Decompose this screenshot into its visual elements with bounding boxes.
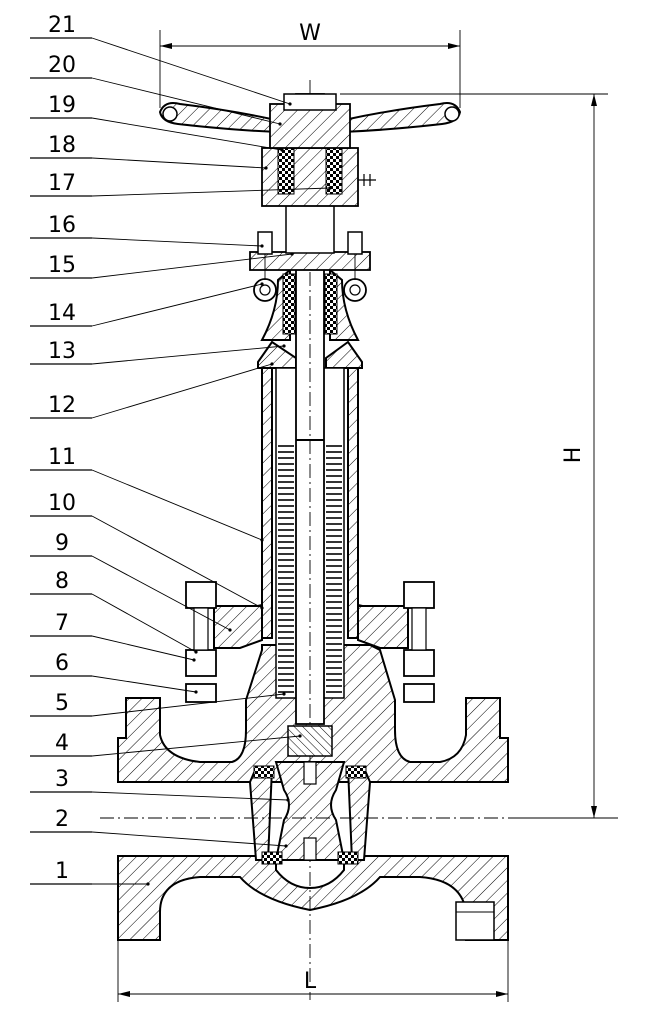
dimension-l: L [117,940,509,1002]
callout-dot [270,362,274,366]
part-number-label: 11 [48,445,76,470]
part-number-label: 6 [55,651,69,676]
callout-leader [91,831,287,847]
callout-leader [91,157,267,169]
callout-dot [288,102,292,106]
callout-dot [194,690,198,694]
callout-dot [286,798,290,802]
dimension-h-label: H [561,447,586,464]
part-callout: 6 [30,651,198,694]
callout-leader [91,345,285,365]
part-number-label: 8 [55,569,69,594]
callout-leader [91,187,331,197]
callout-dot [264,166,268,170]
part-number-label: 19 [48,93,76,118]
part-number-label: 20 [48,53,76,78]
part-number-label: 3 [55,767,69,792]
part-number-label: 2 [55,807,69,832]
part-number-label: 15 [48,253,76,278]
callout-dot [260,606,264,610]
callout-leader [91,555,231,631]
gate-and-seats [248,725,372,865]
part-number-label: 1 [55,859,69,884]
part-callout: 12 [30,362,274,419]
dimension-w: W [159,21,461,108]
dimension-l-label: L [304,969,317,994]
callout-leader [91,253,293,279]
callout-leader [91,593,197,653]
dimension-h: H [340,93,608,819]
callout-dot [284,844,288,848]
part-callout: 13 [30,339,286,365]
part-number-label: 12 [48,393,76,418]
part-callout: 10 [30,491,264,610]
part-callout: 2 [30,807,288,848]
callout-dot [282,344,286,348]
callout-dot [192,658,196,662]
part-callout: 4 [30,731,302,757]
callout-leader [91,237,263,247]
callout-dot [260,244,264,248]
part-callout: 11 [30,445,264,542]
callout-leader [91,363,273,419]
part-number-label: 21 [48,13,76,38]
callout-leader [91,117,283,151]
callout-leader [91,37,291,105]
yoke [249,147,376,341]
callout-dot [260,282,264,286]
callout-leader [91,469,263,541]
callout-dot [280,148,284,152]
callout-dot [194,650,198,654]
part-number-label: 16 [48,213,76,238]
callout-leader [91,675,197,693]
callout-dot [278,122,282,126]
callout-dot [260,538,264,542]
part-number-label: 18 [48,133,76,158]
part-number-label: 9 [55,531,69,556]
part-number-label: 13 [48,339,76,364]
part-number-label: 7 [55,611,69,636]
part-callout: 9 [30,531,232,632]
handwheel [158,93,462,149]
part-callout: 8 [30,569,198,654]
part-callout: 20 [30,53,282,126]
callout-dot [328,186,332,190]
part-callout: 17 [30,171,332,197]
part-number-label: 14 [48,301,76,326]
callout-leader [91,791,289,801]
part-callout: 7 [30,611,196,662]
callout-leader [91,515,263,609]
part-number-label: 10 [48,491,76,516]
part-callout: 18 [30,133,268,170]
callout-leader [91,735,301,757]
part-number-label: 5 [55,691,69,716]
callout-dot [282,692,286,696]
part-number-label: 17 [48,171,76,196]
part-callout: 15 [30,252,294,279]
callout-leader [91,283,263,327]
callout-dot [146,882,150,886]
callout-dot [290,252,294,256]
callout-dot [298,734,302,738]
callout-dot [228,628,232,632]
part-callout: 19 [30,93,284,152]
body-bonnet-bolts [185,581,435,703]
dimension-w-label: W [299,21,321,46]
part-callout: 3 [30,767,290,802]
callout-leader [91,77,281,125]
part-callout: 21 [30,13,292,106]
bonnet [213,340,409,649]
part-callout: 1 [30,859,150,886]
callout-leader [91,693,285,717]
part-callout: 5 [30,691,286,717]
part-callout: 16 [30,213,264,248]
callout-leader [91,635,195,661]
part-number-label: 4 [55,731,69,756]
part-callout: 14 [30,282,264,327]
